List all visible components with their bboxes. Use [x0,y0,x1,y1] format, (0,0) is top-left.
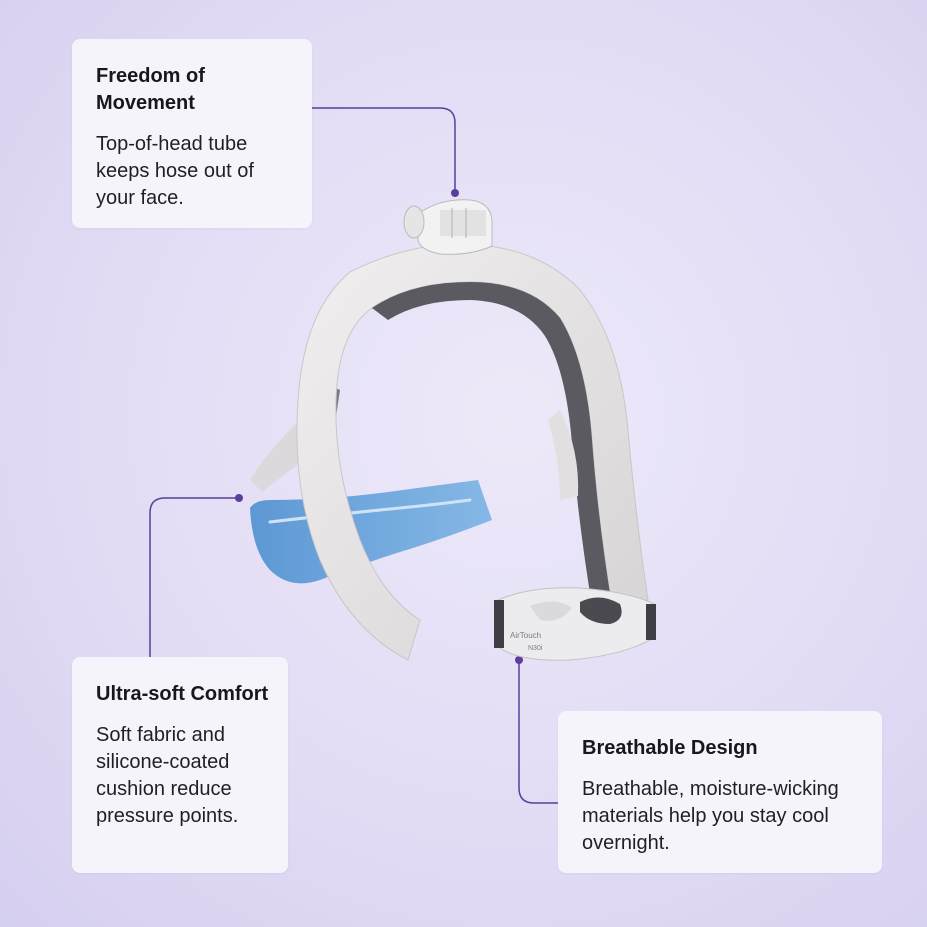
feature-body-comfort: Soft fabric and silicone-coated cushion … [96,724,239,827]
callout-dots [235,189,523,664]
feature-card-freedom: Freedom of Movement Top-of-head tube kee… [72,39,312,228]
callout-line-freedom [312,107,456,192]
feature-card-comfort: Ultra-soft Comfort Soft fabric and silic… [72,657,288,873]
feature-title-freedom: Freedom of Movement [96,65,205,114]
side-arm-right [548,410,579,500]
mask-brand-label: AirTouch [510,631,541,640]
callout-line-breathable [518,660,558,804]
feature-body-breathable: Breathable, moisture-wicking materials h… [582,778,839,854]
callout-dot-freedom [451,189,459,197]
callout-dot-comfort [235,494,243,502]
tube-connector [403,199,493,255]
callout-line-comfort [149,497,238,657]
foam-lining [372,282,612,606]
feature-body-freedom: Top-of-head tube keeps hose out of your … [96,133,254,209]
mask-model-label: N30i [528,645,543,652]
callout-lines [149,107,558,804]
feature-title-comfort: Ultra-soft Comfort [96,683,269,705]
nasal-cushion: AirTouch N30i [494,587,656,661]
feature-card-breathable: Breathable Design Breathable, moisture-w… [558,711,882,873]
feature-title-breathable: Breathable Design [582,737,758,759]
callout-dot-breathable [515,656,523,664]
strap-slot [268,498,472,524]
